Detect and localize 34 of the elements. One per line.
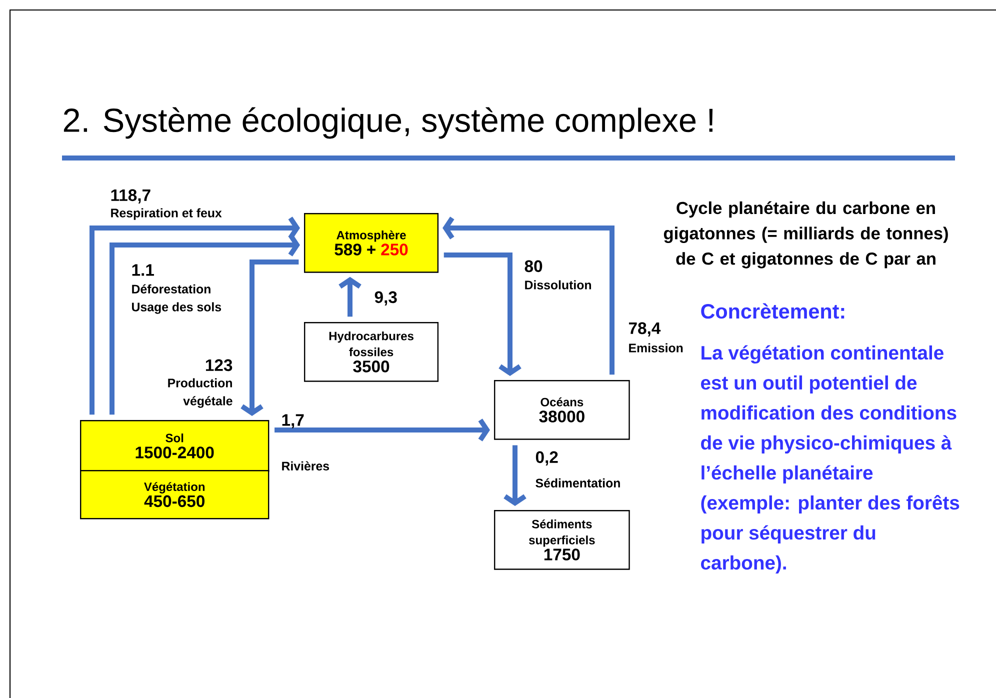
reservoir-box: Hydrocarbures fossiles 3500 [304, 322, 439, 382]
edge-label: 1,7 [282, 414, 304, 428]
note-text: La végétation continentale est un outil potentiel de modification des conditions de vie physico-chimiques à l’échelle planétaire (exemple: planter des forêts pour séquestrer du carbone). [701, 345, 960, 574]
arrow [240, 260, 299, 416]
edge-label: 118,7 [111, 189, 150, 204]
arrow [90, 216, 300, 415]
reservoir-box: Sédiments superficiels 1750 [494, 510, 630, 570]
arrow [442, 216, 614, 375]
flow-label: Respiration et feux [111, 208, 222, 220]
arrow [338, 276, 362, 317]
arrow [110, 234, 300, 415]
caption-text: Cycle planétaire du carbone en gigatonnes (= milliards de tonnes) de C et gigatonnes de C par an [664, 201, 948, 268]
reservoir-box: Végétation 450-650 [80, 470, 270, 520]
arrow [444, 252, 522, 376]
reservoir-box: Océans 38000 [494, 380, 630, 440]
edge-label: 1.1 [132, 264, 154, 276]
edge-label: 9,3 [374, 291, 397, 306]
flow-label: Dissolution [525, 280, 591, 290]
edge-label: 80 [524, 260, 542, 272]
arrow [274, 418, 490, 442]
note-heading: Concrètement: [701, 303, 844, 319]
flow-label: Usage des sols [132, 302, 222, 314]
flow-label: Emission [629, 343, 683, 352]
arrow [504, 445, 526, 506]
reservoir-box: Atmosphère 589 + 250 [304, 213, 439, 273]
flow-label: Sédimentation [536, 478, 620, 488]
edge-label: 78,4 [628, 322, 661, 336]
edge-label: 123 [206, 359, 232, 372]
flow-label: Déforestation [132, 284, 210, 294]
reservoir-box: Sol 1500-2400 [80, 420, 270, 472]
slide-title: 2. Système écologique, système complexe ! [64, 107, 713, 139]
edge-label: 0,2 [536, 451, 558, 466]
flow-label: Production végétale [168, 378, 232, 408]
flow-label: Rivières [282, 461, 329, 470]
